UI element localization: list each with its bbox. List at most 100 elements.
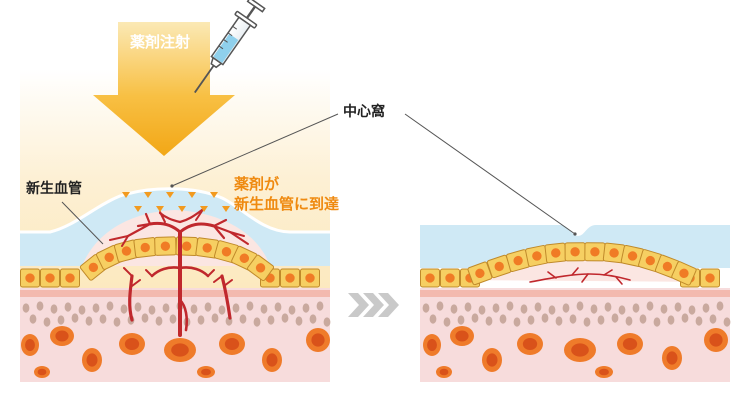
- choroid-cell-core: [571, 343, 589, 357]
- rpe-cell-nucleus: [255, 263, 266, 273]
- vessel-twig: [212, 218, 232, 240]
- rpe-cell-nucleus: [45, 273, 55, 283]
- rpe-cell-nucleus: [25, 273, 35, 283]
- tissue-dot: [478, 305, 486, 315]
- tissue-dot: [422, 303, 430, 313]
- rpe-cell: [620, 244, 645, 268]
- right-bruch-membrane: [420, 290, 730, 297]
- tissue-dot: [688, 305, 696, 315]
- tissue-dot: [281, 313, 289, 323]
- choroid-cell-core: [86, 353, 98, 367]
- vessel-twig: [123, 267, 141, 287]
- rpe-cell: [213, 240, 240, 264]
- tissue-dot: [618, 305, 626, 315]
- rpe-cell: [700, 268, 720, 288]
- drug-drop: [166, 192, 174, 198]
- rpe-cell: [133, 237, 157, 258]
- rpe-cell: [20, 268, 40, 288]
- drug-drop: [210, 192, 218, 198]
- tissue-dot: [534, 302, 542, 312]
- tissue-dot: [576, 301, 584, 311]
- tissue-dot: [218, 305, 226, 315]
- rpe-cell-nucleus: [88, 262, 99, 273]
- syringe-tick: [232, 25, 238, 30]
- rpe-cell-nucleus: [679, 268, 689, 278]
- tissue-dot: [211, 313, 219, 323]
- rpe-cell: [154, 236, 177, 256]
- tissue-dot: [681, 313, 689, 323]
- tissue-dot: [57, 315, 65, 325]
- tissue-dot: [22, 303, 30, 313]
- rpe-cell: [638, 249, 663, 273]
- right-tissue-dots: [422, 301, 731, 327]
- tissue-dot: [288, 305, 296, 315]
- chevron: [378, 293, 399, 317]
- tissue-dot: [611, 313, 619, 323]
- tissue-dot: [113, 317, 121, 327]
- syringe-tick: [227, 32, 233, 37]
- tissue-dot: [709, 314, 717, 324]
- choroid-cell-core: [666, 351, 678, 365]
- rpe-cell-nucleus: [609, 248, 619, 258]
- vessel-left-descend: [128, 274, 134, 322]
- fovea-leader-dot: [170, 184, 174, 188]
- vessel-twig: [109, 235, 129, 247]
- left-flat-cell-layer: [20, 268, 320, 288]
- choroid-cell-core: [311, 333, 325, 347]
- left-membrane-line: [20, 187, 330, 234]
- tissue-dot: [443, 317, 451, 327]
- choroid-cell-core: [455, 330, 469, 342]
- tissue-dot: [274, 302, 282, 312]
- rpe-cell-nucleus: [475, 268, 485, 278]
- down-arrow-icon: [93, 22, 235, 156]
- drug-drop: [122, 192, 130, 198]
- tissue-dot: [253, 317, 261, 327]
- tissue-dot: [702, 303, 710, 313]
- tissue-dot: [674, 302, 682, 312]
- drug-drop: [188, 192, 196, 198]
- rpe-cell: [247, 254, 275, 282]
- choroid-cell-core: [427, 338, 437, 352]
- tissue-dot: [197, 315, 205, 325]
- choroid-cell-core: [622, 337, 638, 351]
- tissue-dot: [162, 303, 170, 313]
- right-choroid-cells: [423, 326, 728, 378]
- tissue-dot: [492, 303, 500, 313]
- rpe-cell-nucleus: [551, 248, 561, 258]
- rpe-cell: [40, 268, 60, 288]
- rpe-cell-nucleus: [570, 247, 580, 257]
- syringe-icon: [194, 0, 266, 94]
- drug-drop: [156, 206, 164, 212]
- tissue-dot: [43, 317, 51, 327]
- tissue-dot: [302, 303, 310, 313]
- tissue-dot: [499, 314, 507, 324]
- tissue-dot: [239, 314, 247, 324]
- rpe-cell: [280, 268, 300, 288]
- tissue-dot: [323, 317, 331, 327]
- chevron: [363, 293, 384, 317]
- right-arched-cell-layer: [467, 242, 697, 286]
- rpe-cell-nucleus: [425, 273, 435, 283]
- rpe-cell-nucleus: [627, 251, 638, 261]
- tissue-dot: [436, 301, 444, 311]
- tissue-dot: [450, 304, 458, 314]
- rpe-cell-nucleus: [285, 273, 295, 283]
- tissue-dot: [646, 301, 654, 311]
- rpe-cell-nucleus: [202, 243, 212, 253]
- vessel-mid-branch: [178, 266, 210, 278]
- drug-drop: [178, 206, 186, 212]
- rpe-cell: [440, 268, 460, 288]
- tissue-dot: [716, 301, 724, 311]
- tissue-dot: [106, 301, 114, 311]
- fovea-label: 中心窩: [343, 104, 385, 120]
- tissue-dot: [723, 317, 731, 327]
- tissue-dot: [29, 314, 37, 324]
- tissue-dot: [471, 313, 479, 323]
- tissue-dot: [548, 305, 556, 315]
- regressed-neovessel: [529, 267, 631, 285]
- tissue-dot: [36, 301, 44, 311]
- vessel-twig: [126, 212, 152, 238]
- rpe-cell: [486, 254, 512, 279]
- triple-chevron-right-icon: [348, 293, 399, 317]
